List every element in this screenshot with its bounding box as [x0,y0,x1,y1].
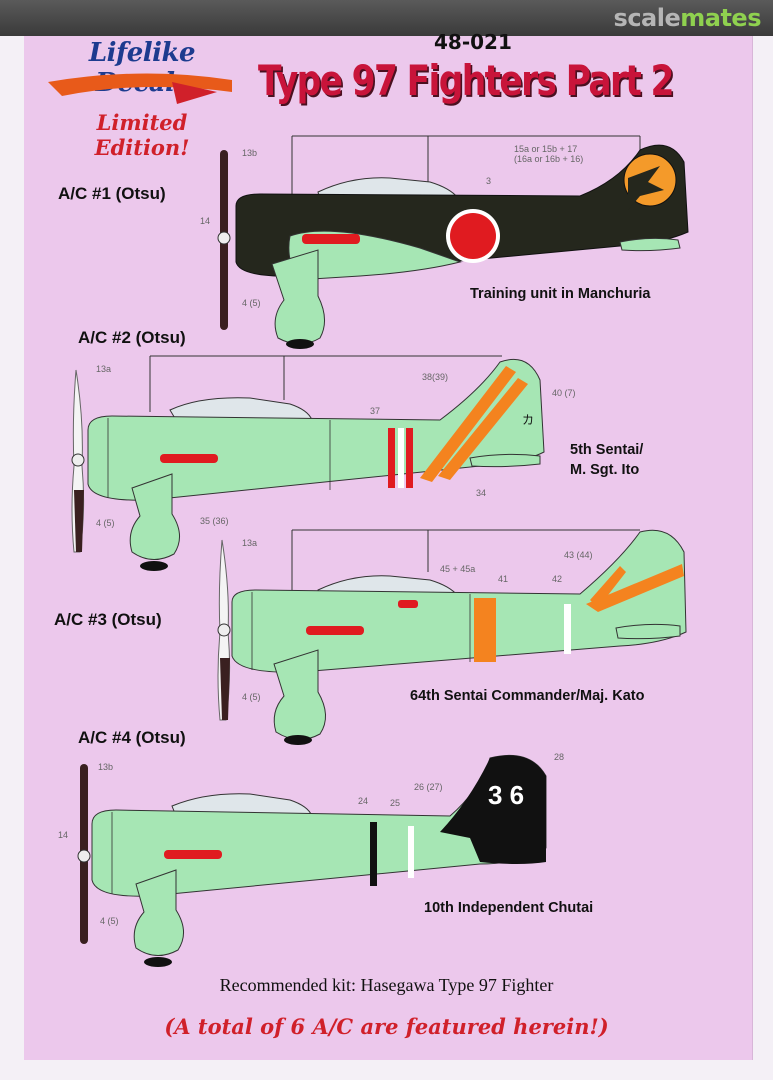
svg-text:41: 41 [498,574,508,584]
svg-text:4 (5): 4 (5) [242,692,261,702]
aircraft-3-profile: 13a 4 (5) 45 + 45a 41 42 43 (44) [217,529,687,745]
aircraft-3-label: A/C #3 (Otsu) [54,610,162,629]
svg-text:3 6: 3 6 [488,780,524,810]
svg-text:カ: カ [522,413,534,427]
svg-text:13a: 13a [96,364,111,374]
svg-text:45 + 45a: 45 + 45a [440,564,475,574]
svg-text:34: 34 [476,488,486,498]
scalemates-logo[interactable]: scalemates [613,4,762,32]
svg-text:26 (27): 26 (27) [414,782,443,792]
svg-text:24: 24 [358,796,368,806]
svg-text:42: 42 [552,574,562,584]
aircraft-4-label: A/C #4 (Otsu) [78,728,186,747]
svg-text:3: 3 [486,176,491,186]
brand-name: Lifelike Decals [88,38,196,98]
svg-text:43 (44): 43 (44) [564,550,593,560]
aircraft-total-note: (A total of 6 A/C are featured herein!) [164,1014,609,1039]
svg-text:13a: 13a [242,538,257,548]
aircraft-2-label: A/C #2 (Otsu) [78,328,186,347]
svg-text:38(39): 38(39) [422,372,448,382]
svg-text:35 (36): 35 (36) [200,516,229,526]
aircraft-1-profile: 13b 14 4 (5) 3 15a or 15b + 17 (16a or 1… [200,135,689,349]
aircraft-1-label: A/C #1 (Otsu) [58,184,166,203]
product-code: 48-021 [434,30,512,54]
aircraft-4-profile: 3 6 13b 14 4 (5) 24 25 26 (27) 28 [58,752,564,967]
brand-arrow-icon [48,73,232,104]
brand-logo: Lifelike Decals Limited Edition! [42,38,242,160]
svg-text:4 (5): 4 (5) [96,518,115,528]
aircraft-4-caption: 10th Independent Chutai [424,900,594,916]
aircraft-2-profile: 13a 4 (5) 35 (36) 37 38(39) 40 (7) 34 カ [71,355,576,571]
svg-text:28: 28 [554,752,564,762]
svg-text:13b: 13b [98,762,113,772]
svg-text:13b: 13b [242,148,257,158]
svg-text:4 (5): 4 (5) [100,916,119,926]
svg-text:(16a or 16b + 16): (16a or 16b + 16) [514,154,583,164]
svg-text:15a or 15b + 17: 15a or 15b + 17 [514,144,577,154]
recommended-kit: Recommended kit: Hasegawa Type 97 Fighte… [219,975,554,995]
aircraft-1-caption: Training unit in Manchuria [470,286,651,302]
svg-text:4 (5): 4 (5) [242,298,261,308]
aircraft-2-caption-line2: M. Sgt. Ito [570,462,640,478]
svg-text:25: 25 [390,798,400,808]
svg-text:14: 14 [58,830,68,840]
edition-label: Limited Edition! [94,110,190,160]
aircraft-3-caption: 64th Sentai Commander/Maj. Kato [410,688,645,704]
page-title: Type 97 Fighters Part 2 [258,56,674,105]
svg-text:14: 14 [200,216,210,226]
site-header-bar: scalemates [0,0,773,36]
aircraft-2-caption-line1: 5th Sentai/ [570,442,644,458]
svg-text:37: 37 [370,406,380,416]
svg-text:40 (7): 40 (7) [552,388,576,398]
